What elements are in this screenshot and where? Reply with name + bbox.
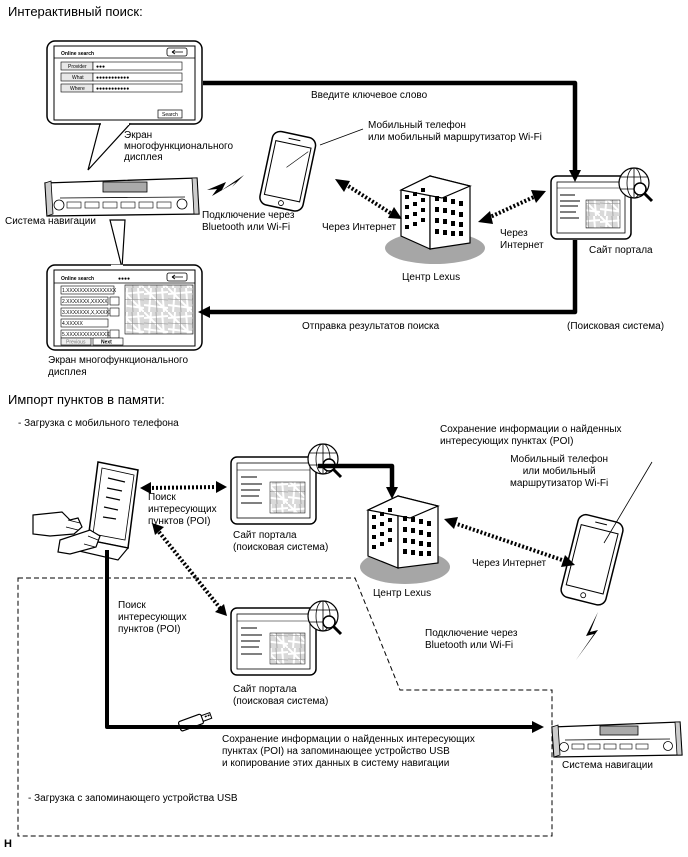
portal-tablet-icon <box>230 443 343 525</box>
wireless-signal-icon <box>576 612 598 660</box>
magnifier-icon <box>322 615 336 629</box>
list-item[interactable] <box>60 285 115 295</box>
connection-label-2: Подключение через Bluetooth или Wi-Fi <box>425 628 518 651</box>
connection-label: Подключение через Bluetooth или Wi-Fi <box>202 210 295 233</box>
display-screen-results: Online search ●●●● 1.XXXXXXXXXXXXXXX 2.X… <box>46 219 203 351</box>
internet-links-2 <box>147 485 566 610</box>
enter-keyword-label: Введите ключевое слово <box>311 90 428 101</box>
result-list: 1.XXXXXXXXXXXXXXX 2.XXXXXXX,XXXXX 3.XXXX… <box>60 285 120 339</box>
what-field[interactable] <box>92 72 183 82</box>
back-arrow-icon <box>171 49 183 55</box>
nav-system-label-2: Система навигации <box>562 760 653 771</box>
download-mobile-label: - Загрузка с мобильного телефона <box>18 418 179 429</box>
save-poi-label: Сохранение информации о найденных интере… <box>440 424 622 447</box>
internet-link-2 <box>487 194 537 220</box>
portal-label-2: Сайт портала (поисковая система) <box>233 684 329 707</box>
poi-search-label-2: Поиск интересующих пунктов (POI) <box>118 600 187 635</box>
display-screen-search: Online search Provider ●●● What ●●●●●●●●… <box>46 40 203 171</box>
figure-code: H <box>4 838 12 850</box>
section2-heading: Импорт пунктов в памяти: <box>8 392 165 407</box>
portal-site-label: Сайт портала <box>589 245 653 256</box>
svg-text:Next: Next <box>101 340 112 346</box>
screen-top-title: Online search <box>61 51 94 57</box>
portal-tablet-icon <box>550 167 654 240</box>
svg-text:●●●●●●●●●●●: ●●●●●●●●●●● <box>96 75 129 81</box>
where-field[interactable] <box>92 83 183 93</box>
provider-field[interactable] <box>92 61 183 71</box>
previous-button[interactable] <box>60 337 92 346</box>
svg-text:Online search: Online search <box>61 276 94 282</box>
search-system-label: (Поисковая система) <box>567 321 665 332</box>
svg-text:2.XXXXXXX,XXXXX: 2.XXXXXXX,XXXXX <box>62 299 108 305</box>
portal-tablet-icon <box>230 600 343 676</box>
nav-unit-1 <box>44 177 200 217</box>
save-usb-label: Сохранение информации о найденных интере… <box>222 734 475 769</box>
svg-text:What: What <box>72 75 84 81</box>
search-form-rows: Provider ●●● What ●●●●●●●●●●● Where ●●●●… <box>60 61 183 93</box>
svg-text:●●●●●●●●●●●: ●●●●●●●●●●● <box>96 86 129 92</box>
lexus-building-icon <box>385 175 485 264</box>
magnifier-icon <box>633 182 647 196</box>
svg-text:1.XXXXXXXXXXXXXXX: 1.XXXXXXXXXXXXXXX <box>62 288 117 294</box>
svg-text:●●●●: ●●●● <box>118 276 130 282</box>
via-internet-label-2: Через Интернет <box>472 558 547 569</box>
lexus-center-label-2: Центр Lexus <box>373 588 432 599</box>
svg-text:Provider: Provider <box>68 64 87 70</box>
send-results-label: Отправка результатов поиска <box>302 321 440 332</box>
nav-system-label: Система навигации <box>5 216 96 227</box>
map-icon <box>124 284 194 335</box>
svg-text:5.XXXXXXXXXXXXXXX: 5.XXXXXXXXXXXXXXX <box>62 332 117 338</box>
mobile-phone-icon <box>259 130 317 212</box>
screen-bottom-label: Экран многофункционального дисплея <box>48 355 189 378</box>
search-button[interactable] <box>157 109 183 119</box>
via-internet-left-label: Через Интернет <box>322 222 397 233</box>
svg-text:●●●: ●●● <box>96 64 105 70</box>
download-usb-label: - Загрузка с запоминающего устройства US… <box>28 793 238 804</box>
wireless-signal-icon <box>207 175 244 196</box>
mobile-device-label-2: Мобильный телефон или мобильный маршрути… <box>510 454 609 489</box>
mobile-device-label: Мобильный телефон или мобильный маршрути… <box>368 120 542 143</box>
portal-label-1: Сайт портала (поисковая система) <box>233 530 329 553</box>
back-arrow-icon <box>171 274 183 280</box>
lexus-center-label: Центр Lexus <box>402 272 461 283</box>
section1-heading: Интерактивный поиск: <box>8 4 143 19</box>
usb-transfer-arrow <box>105 550 544 733</box>
poi-search-label-1: Поиск интересующих пунктов (POI) <box>148 492 217 527</box>
nav-unit-2 <box>551 721 683 758</box>
list-item[interactable] <box>60 307 109 317</box>
usb-region-boundary <box>17 577 553 837</box>
svg-text:4.XXXXX: 4.XXXXX <box>62 321 84 327</box>
screen-top-label: Экран многофункционального дисплея <box>124 130 234 163</box>
via-internet-right-label: Через Интернет <box>500 228 544 251</box>
svg-text:Search: Search <box>162 112 178 118</box>
lexus-save-arrow <box>318 463 398 499</box>
laptop-user-icon <box>32 461 139 561</box>
list-item[interactable] <box>60 318 109 328</box>
next-button[interactable] <box>92 337 124 346</box>
results-flow-arrow <box>198 240 578 318</box>
internet-link-1 <box>343 182 394 216</box>
keyword-flow-arrow <box>203 80 581 182</box>
svg-text:Previous: Previous <box>66 340 86 346</box>
list-item[interactable] <box>60 296 109 306</box>
svg-text:Where: Where <box>70 86 85 92</box>
svg-text:3.XXXXXXX,X,XXXXX: 3.XXXXXXX,X,XXXXX <box>62 310 113 316</box>
lexus-building-icon <box>360 495 450 584</box>
